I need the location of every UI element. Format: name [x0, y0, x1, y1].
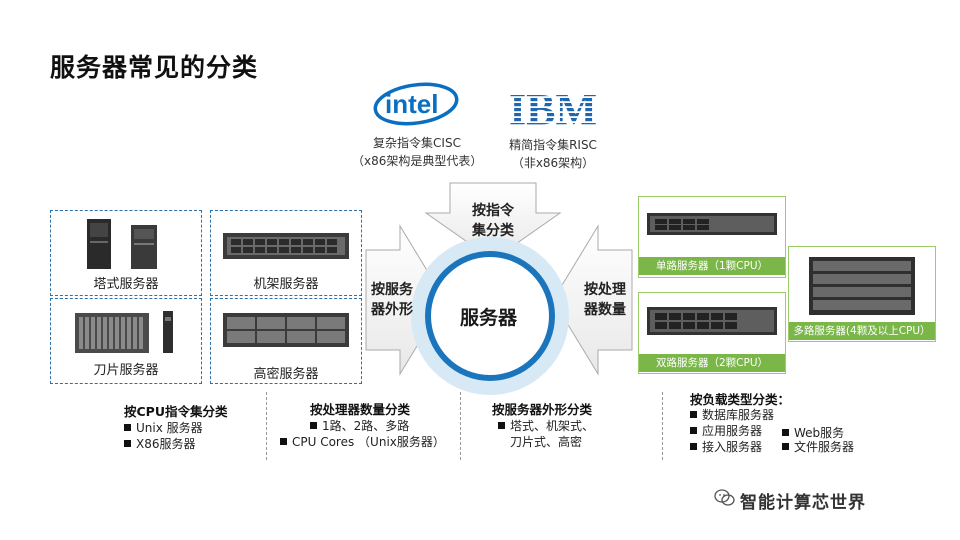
dual-socket-server-box: 双路服务器（2颗CPU）	[638, 292, 786, 374]
arrow-right	[552, 224, 633, 376]
group-cpu-count-item: CPU Cores （Unix服务器）	[280, 433, 445, 450]
group-form-item: 刀片式、高密	[510, 435, 583, 449]
high-density-server-icon	[223, 313, 349, 347]
multi-socket-server-label: 多路服务器(4颗及以上CPU）	[789, 322, 935, 340]
divider	[266, 392, 267, 460]
group-cpu-isa-item: X86服务器	[124, 435, 196, 452]
tower-server-icon	[87, 219, 157, 269]
multi-socket-server-icon	[809, 257, 915, 315]
arrow-left-label: 按服务器外形	[371, 282, 413, 318]
rack-server-label: 机架服务器	[253, 277, 319, 292]
high-density-server-label: 高密服务器	[253, 367, 319, 382]
group-workload-item: 文件服务器	[782, 438, 854, 455]
rack-server-box: 机架服务器	[210, 210, 362, 296]
single-socket-server-box: 单路服务器（1颗CPU）	[638, 196, 786, 278]
group-workload-heading: 按负载类型分类：	[690, 392, 791, 407]
group-workload-item: Web服务	[782, 424, 844, 441]
group-cpu-isa-item: Unix 服务器	[124, 419, 203, 436]
group-cpu-isa-heading: 按CPU指令集分类	[124, 404, 228, 419]
group-cpu-count-item: 1路、2路、多路	[310, 417, 409, 434]
arrow-top	[424, 182, 562, 261]
multi-socket-server-box: 多路服务器(4颗及以上CPU）	[788, 246, 936, 342]
group-workload-item: 接入服务器	[690, 438, 762, 455]
high-density-server-box: 高密服务器	[210, 298, 362, 384]
center-label: 服务器	[460, 307, 518, 329]
single-socket-server-label: 单路服务器（1颗CPU）	[639, 257, 785, 275]
group-form-item: 塔式、机架式、	[498, 417, 594, 434]
ibm-logo-text: IBM	[509, 88, 597, 128]
intel-caption-2: （x86架构是典型代表）	[352, 154, 483, 168]
group-workload-item: 应用服务器	[690, 422, 762, 439]
watermark: 智能计算芯世界	[740, 493, 866, 513]
single-socket-server-icon	[647, 213, 777, 235]
divider	[662, 392, 663, 460]
dual-socket-server-icon	[647, 307, 777, 335]
blade-server-box: 刀片服务器	[50, 298, 202, 384]
wechat-icon	[714, 489, 735, 506]
blade-server-icon	[75, 311, 173, 353]
tower-server-label: 塔式服务器	[93, 277, 159, 292]
ibm-caption-1: 精简指令集RISC	[509, 138, 597, 152]
ibm-caption-2: （非x86架构）	[511, 156, 595, 170]
intel-logo: intel	[373, 82, 459, 126]
ibm-logo: IBM	[509, 88, 597, 128]
intel-caption-1: 复杂指令集CISC	[373, 136, 461, 150]
intel-logo-text: intel	[385, 89, 438, 119]
divider	[460, 392, 461, 460]
group-form-heading: 按服务器外形分类	[492, 402, 593, 417]
blade-server-label: 刀片服务器	[93, 363, 159, 378]
dual-socket-server-label: 双路服务器（2颗CPU）	[639, 354, 785, 372]
arrow-top-label: 按指令集分类	[472, 203, 514, 239]
tower-server-box: 塔式服务器	[50, 210, 202, 296]
arrow-right-label: 按处理器数量	[584, 282, 626, 318]
rack-server-icon	[223, 233, 349, 259]
page-title: 服务器常见的分类	[50, 53, 259, 82]
group-cpu-count-heading: 按处理器数量分类	[310, 402, 411, 417]
group-workload-item: 数据库服务器	[690, 406, 774, 423]
center-ring	[425, 251, 555, 381]
